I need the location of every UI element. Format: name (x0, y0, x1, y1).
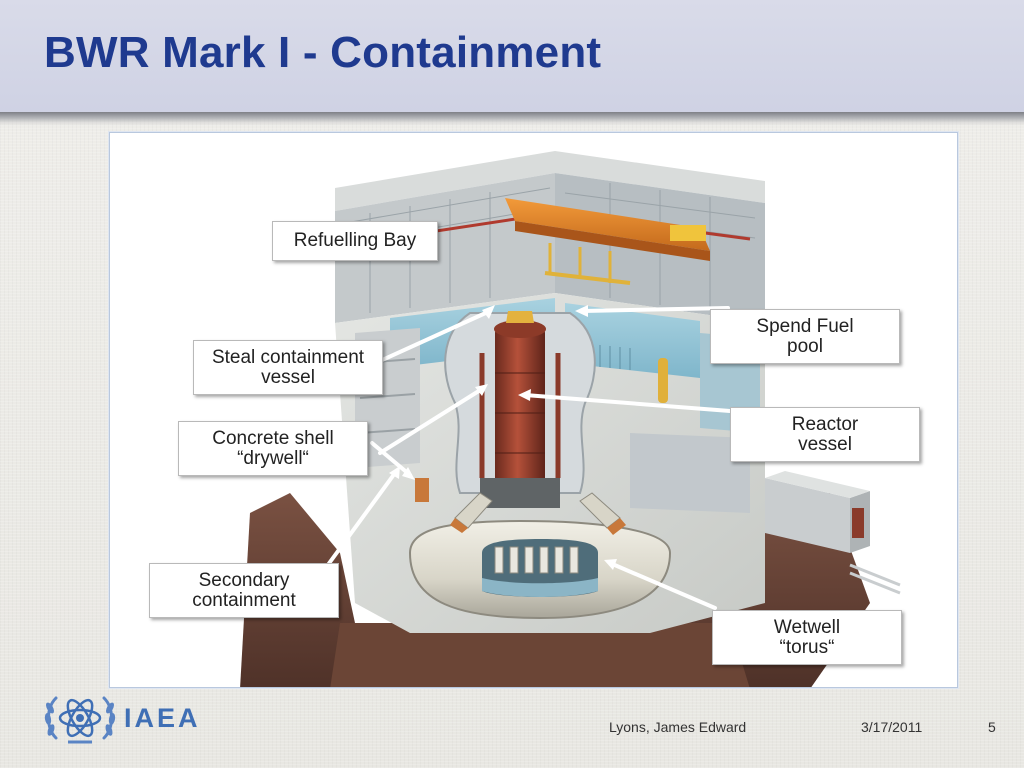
footer-author: Lyons, James Edward (609, 719, 747, 735)
callout-concrete-shell-drywell: Concrete shell “drywell“ (178, 421, 368, 476)
iaea-logo-text: IAEA (124, 703, 201, 733)
callout-concrete-shell-line1: Concrete shell (212, 427, 334, 449)
callout-spend-fuel-pool-line1: Spend Fuel (756, 315, 854, 337)
iaea-emblem-icon (44, 696, 116, 744)
callout-reactor-vessel: Reactor vessel (730, 407, 920, 462)
callout-steal-containment-vessel-line2: vessel (261, 366, 315, 388)
title-band-shadow (0, 112, 1024, 126)
callout-wetwell-line2: “torus“ (779, 636, 835, 658)
callout-spend-fuel-pool-line2: pool (787, 335, 823, 357)
callout-secondary-containment-line1: Secondary (198, 569, 290, 591)
callout-wetwell-line1: Wetwell (773, 616, 841, 638)
slide-number: 5 (988, 719, 996, 735)
callout-spend-fuel-pool: Spend Fuel pool (710, 309, 900, 364)
callout-wetwell-torus: Wetwell “torus“ (712, 610, 902, 665)
containment-cutaway-drawing (240, 151, 901, 687)
callout-refuelling-bay-line1: Refuelling Bay (293, 230, 417, 251)
callout-reactor-vessel-line1: Reactor (791, 413, 859, 435)
callout-secondary-containment: Secondary containment (149, 563, 339, 618)
callout-refuelling-bay: Refuelling Bay (272, 221, 438, 261)
title-band (0, 0, 1024, 112)
callout-reactor-vessel-line2: vessel (798, 433, 852, 455)
callout-secondary-containment-line2: containment (192, 589, 296, 611)
callout-steal-containment-vessel: Steal containment vessel (193, 340, 383, 395)
callout-concrete-shell-line2: “drywell“ (237, 447, 309, 469)
iaea-logo (44, 696, 116, 744)
containment-illustration: Refuelling Bay Spend Fuel pool Steal con… (109, 132, 958, 688)
slide-title: BWR Mark I - Containment (44, 28, 602, 77)
footer-date: 3/17/2011 (861, 719, 923, 735)
callout-steal-containment-vessel-line1: Steal containment (211, 346, 365, 368)
